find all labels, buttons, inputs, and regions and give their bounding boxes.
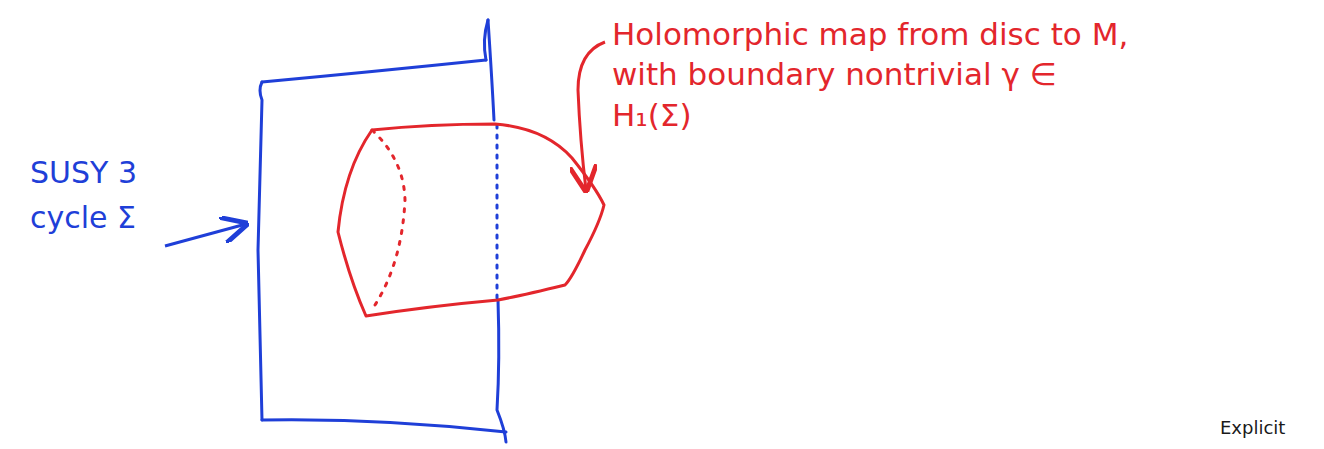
disc-label: Holomorphic map from disc to M, with bou… [612, 14, 1132, 135]
note-text: Explicit [1220, 418, 1320, 438]
cycle-label: SUSY 3 cycle Σ [30, 150, 150, 240]
cycle-sheet [258, 20, 506, 442]
leader-arrow [165, 224, 246, 246]
leader-arrow [578, 42, 605, 190]
holomorphic-disc [338, 124, 604, 316]
